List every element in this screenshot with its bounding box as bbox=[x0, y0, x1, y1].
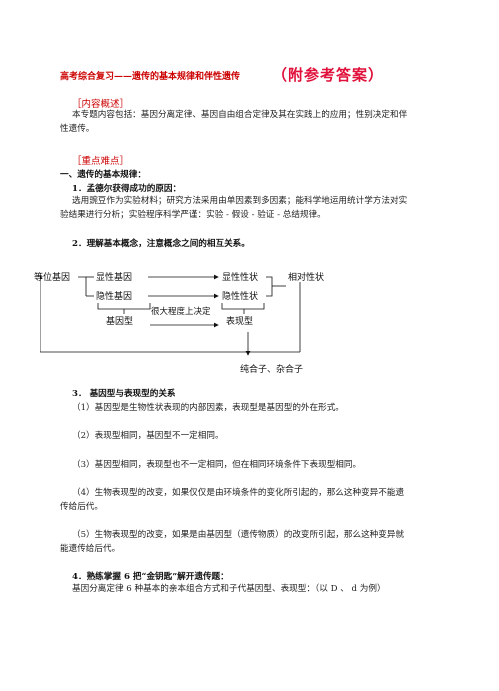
title-row: 高考综合复习——遗传的基本规律和伴性遗传 （附参考答案） bbox=[60, 64, 480, 84]
label-recessive-trait: 隐性性状 bbox=[222, 292, 259, 302]
item-4-line: 基因分离定律 6 种基本的亲本组合方式和子代基因型、表现型：（以 D 、 d 为… bbox=[72, 584, 386, 594]
item-3-point-5: （5）生物表现型的改变，如果是由基因型（遗传物质）的改变所引起，那么这种变异就 … bbox=[60, 529, 460, 556]
label-genotype: 基因型 bbox=[106, 317, 134, 327]
label-recessive-gene: 隐性基因 bbox=[96, 292, 133, 302]
item-1-line-1: 选用豌豆作为实验材料；研究方法采用由单因素到多因素；能科学地运用统计学方法对实 bbox=[72, 196, 408, 206]
item-3-point-4-line-2: 传给后代。 bbox=[60, 501, 103, 512]
overview-line-1: 本专题内容包括：基因分离定律、基因自由组合定律及其在实践上的应用；性别决定和伴 bbox=[72, 110, 408, 120]
keypoints-heading: ［重点难点］ bbox=[72, 156, 130, 167]
overview-paragraph: 本专题内容包括：基因分离定律、基因自由组合定律及其在实践上的应用；性别决定和伴 … bbox=[60, 109, 460, 136]
label-dominant-gene: 显性基因 bbox=[96, 273, 133, 283]
page-subtitle: （附参考答案） bbox=[272, 66, 385, 84]
label-pure-hetero: 纯合子、杂合子 bbox=[240, 365, 304, 375]
label-allele: 等位基因 bbox=[34, 273, 71, 283]
item-4-title: 4．熟练掌握 6 把“金钥匙”解开遗传题： bbox=[72, 572, 229, 582]
overview-line-2: 性遗传。 bbox=[60, 123, 95, 134]
item-3-point-5-line-1: （5）生物表现型的改变，如果是由基因型（遗传物质）的改变所引起，那么这种变异就 bbox=[72, 530, 405, 540]
label-phenotype: 表现型 bbox=[226, 317, 254, 327]
label-largely-decides: 很大程度上决定 bbox=[151, 307, 211, 317]
item-3-point-3: （3）基因型相同，表现型也不一定相同，但在相同环境条件下表现型相同。 bbox=[72, 460, 362, 470]
item-3-point-4: （4）生物表现型的改变，如果仅仅是由环境条件的变化所引起的，那么这种变异不能遗 … bbox=[60, 487, 460, 514]
section-1-heading: 一、遗传的基本规律： bbox=[60, 170, 146, 180]
item-1-title: 1．孟德尔获得成功的原因： bbox=[72, 184, 182, 194]
concept-diagram-lines bbox=[40, 274, 301, 356]
overview-heading: ［内容概述］ bbox=[72, 99, 130, 110]
label-dominant-trait: 显性性状 bbox=[222, 273, 259, 283]
item-3-point-5-line-2: 能遗传给后代。 bbox=[60, 543, 121, 554]
item-1-paragraph: 选用豌豆作为实验材料；研究方法采用由单因素到多因素；能科学地运用统计学方法对实 … bbox=[60, 195, 460, 222]
label-relative-trait: 相对性状 bbox=[288, 273, 325, 283]
item-1-line-2: 验结果进行分析；实验程序科学严谨：实验 - 假设 - 验证 - 总结规律。 bbox=[60, 209, 326, 220]
item-3-title: 3． 基因型与表现型的关系 bbox=[72, 389, 176, 399]
item-2-title: 2．理解基本概念，注意概念之间的相互关系。 bbox=[72, 239, 250, 249]
concept-diagram: 等位基因 显性基因 隐性基因 显性性状 隐性性状 相对性状 基因型 表现型 很大… bbox=[34, 265, 360, 375]
item-3-point-2: （2）表现型相同，基因型不一定相同。 bbox=[72, 431, 224, 441]
item-3-point-4-line-1: （4）生物表现型的改变，如果仅仅是由环境条件的变化所引起的，那么这种变异不能遗 bbox=[72, 488, 405, 498]
item-3-point-1: （1）基因型是生物性状表现的内部因素，表现型是基因型的外在形式。 bbox=[72, 403, 344, 413]
page-title: 高考综合复习——遗传的基本规律和伴性遗传 bbox=[60, 72, 241, 82]
